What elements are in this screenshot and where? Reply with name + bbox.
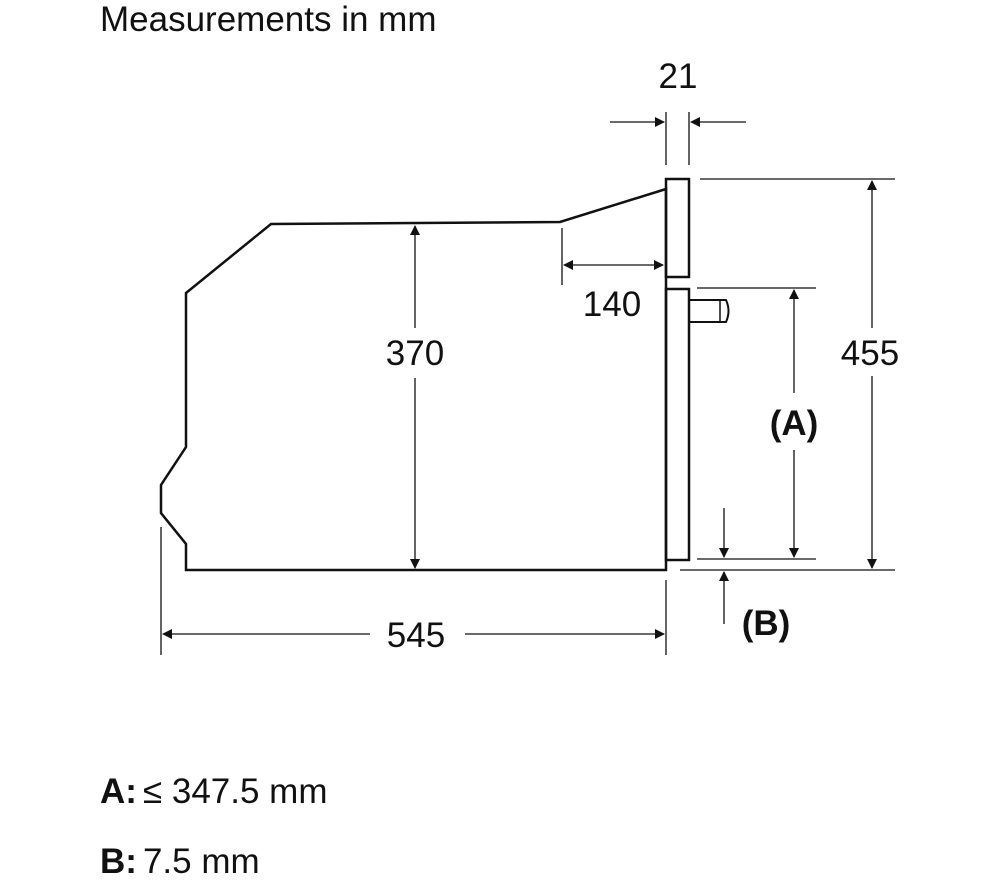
dimension-total-height: 455: [841, 334, 899, 373]
note-b-key: B:: [100, 842, 137, 881]
oven-body-outline: [159, 187, 668, 572]
note-a-key: A:: [100, 772, 137, 811]
dimension-label-a: (A): [770, 404, 819, 443]
diagram-title: Measurements in mm: [100, 0, 437, 39]
note-a: A:≤ 347.5 mm: [100, 772, 328, 812]
dimension-front-thickness: 21: [659, 57, 698, 96]
door-lower-panel: [664, 287, 691, 562]
dimension-total-depth: 545: [387, 616, 445, 655]
dimension-label-b: (B): [742, 604, 791, 643]
dimension-body-height: 370: [386, 334, 444, 373]
note-b-value: 7.5 mm: [142, 842, 260, 881]
handle-knob: [689, 299, 730, 323]
dimension-top-slope-depth: 140: [583, 285, 641, 324]
note-b: B:7.5 mm: [100, 842, 260, 882]
note-a-value: ≤ 347.5 mm: [142, 772, 328, 811]
door-upper-panel: [664, 177, 691, 279]
